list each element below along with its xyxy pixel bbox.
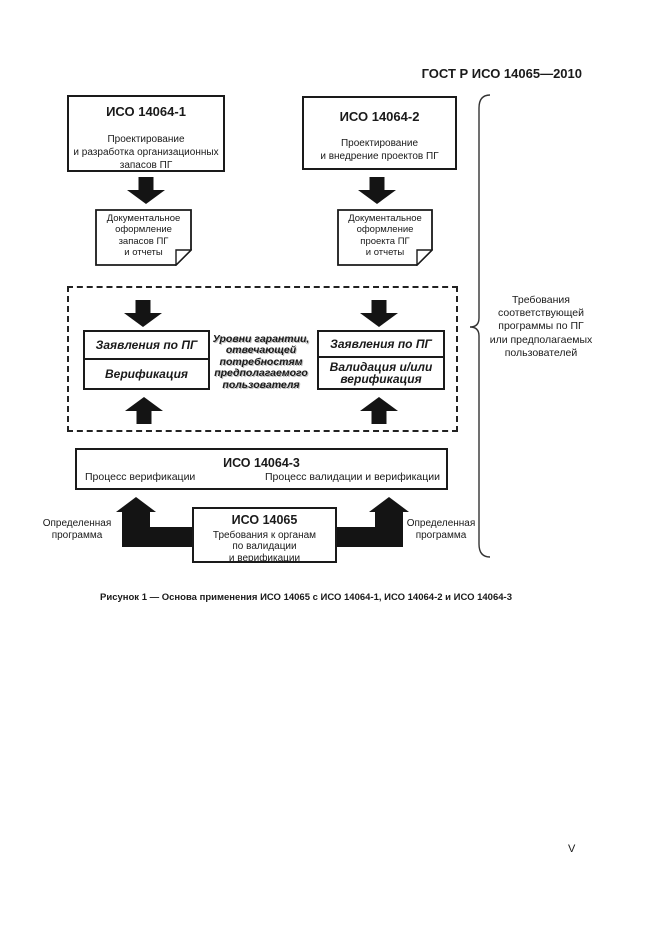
document-shape-ghg-project: Документальное оформление проекта ПГ и о… bbox=[337, 209, 434, 267]
page-header-title: ГОСТ Р ИСО 14065—2010 bbox=[421, 66, 582, 81]
claims-right-bottom-label: Валидация и/или верификация bbox=[329, 360, 433, 386]
dashed-assurance-container bbox=[67, 286, 458, 432]
claims-left-top-label: Заявления по ПГ bbox=[85, 332, 208, 360]
box-iso-14064-3-title: ИСО 14064-3 bbox=[223, 456, 300, 470]
curly-brace-icon bbox=[469, 94, 491, 558]
document-left-text: Документальное оформление запасов ПГ и о… bbox=[106, 213, 181, 259]
page-number: V bbox=[568, 843, 576, 855]
up-arrow-icon bbox=[360, 397, 398, 424]
program-requirements-note: Требования соответствующей программы по … bbox=[489, 294, 593, 359]
claims-validation-box: Заявления по ПГ Валидация и/или верифика… bbox=[317, 330, 445, 390]
box-iso-14064-2-body: Проектирование и внедрение проектов ПГ bbox=[320, 138, 439, 162]
down-arrow-icon bbox=[127, 177, 165, 204]
box-iso-14064-1-title: ИСО 14064-1 bbox=[106, 104, 186, 119]
verification-process-label: Процесс верификации bbox=[85, 471, 196, 483]
up-arrow-icon bbox=[125, 397, 163, 424]
program-label-right: Определенная программа bbox=[406, 518, 476, 541]
box-iso-14065-body: Требования к органам по валидации и вери… bbox=[212, 530, 317, 564]
down-arrow-icon bbox=[360, 300, 398, 327]
claims-verification-box: Заявления по ПГ Верификация bbox=[83, 330, 210, 390]
document-icon bbox=[95, 209, 193, 267]
down-arrow-icon bbox=[124, 300, 162, 327]
l-arrow-up-left-icon bbox=[116, 497, 192, 547]
claims-left-bottom-label: Верификация bbox=[105, 367, 188, 381]
document-shape-ghg-inventory: Документальное оформление запасов ПГ и о… bbox=[95, 209, 193, 267]
document-icon bbox=[337, 209, 434, 267]
assurance-level-note: Уровни гарантии, отвечающей потребностям… bbox=[212, 333, 310, 391]
claims-right-top-label: Заявления по ПГ bbox=[319, 332, 443, 358]
l-arrow-up-right-icon bbox=[337, 497, 409, 547]
down-arrow-icon bbox=[358, 177, 396, 204]
box-iso-14065-title: ИСО 14065 bbox=[231, 513, 298, 527]
document-right-text: Документальное оформление проекта ПГ и о… bbox=[348, 213, 422, 259]
box-iso-14064-1-body: Проектирование и разработка организацион… bbox=[73, 134, 219, 171]
box-iso-14064-3: ИСО 14064-3 Процесс верификации Процесс … bbox=[75, 448, 448, 490]
box-iso-14064-1: ИСО 14064-1 Проектирование и разработка … bbox=[67, 95, 225, 172]
box-iso-14065: ИСО 14065 Требования к органам по валида… bbox=[192, 507, 337, 564]
figure-caption: Рисунок 1 — Основа применения ИСО 14065 … bbox=[100, 592, 512, 603]
validation-verification-process-label: Процесс валидации и верификации bbox=[265, 471, 440, 483]
program-label-left: Определенная программа bbox=[42, 518, 112, 541]
box-iso-14064-2: ИСО 14064-2 Проектирование и внедрение п… bbox=[302, 96, 457, 170]
box-iso-14064-2-title: ИСО 14064-2 bbox=[339, 109, 420, 124]
